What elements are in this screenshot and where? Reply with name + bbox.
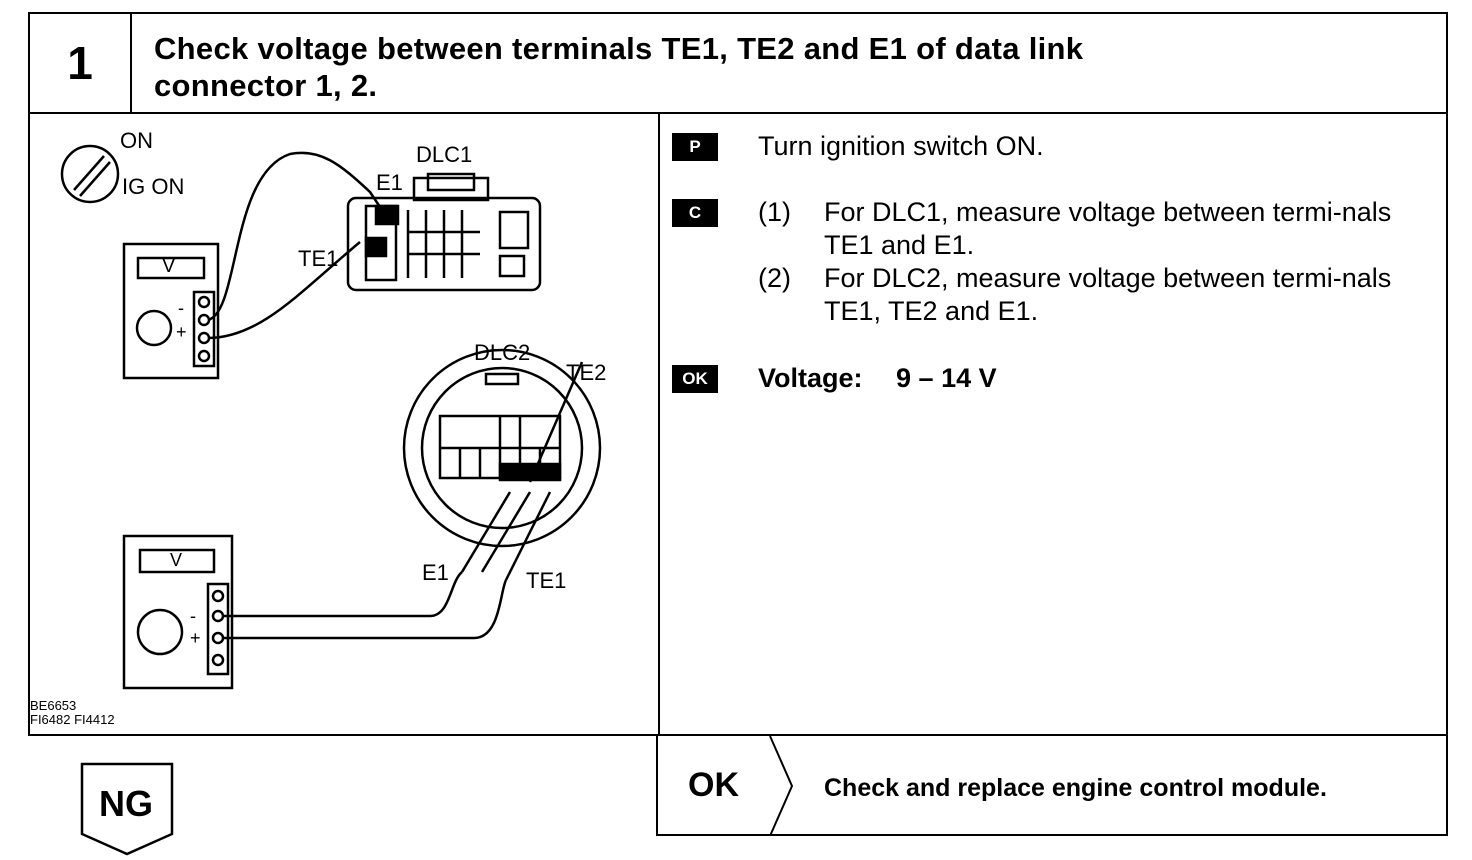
step-p-row: P Turn ignition switch ON.: [672, 130, 1432, 196]
c-item-2: (2) For DLC2, measure voltage between te…: [758, 262, 1432, 328]
ok-result-label: OK: [688, 766, 739, 804]
probe-e1-dlc2: [460, 491, 512, 573]
c-item-2-text: For DLC2, measure voltage between termi-…: [824, 263, 1392, 326]
c-badge: C: [672, 199, 718, 227]
wire-te1-dlc1: [207, 241, 361, 340]
figure-codes: BE6653 FI6482 FI4412: [30, 699, 115, 727]
ng-result-label: NG: [99, 783, 153, 824]
meter2-plus: +: [190, 628, 201, 648]
dlc1-connector-icon: [346, 172, 542, 292]
label-dlc2-e1: E1: [422, 560, 449, 585]
voltmeter-2-icon: [122, 534, 234, 690]
step-title-line1: Check voltage between terminals TE1, TE2…: [154, 31, 1084, 66]
label-dlc2-te2: TE2: [566, 360, 607, 385]
ok-voltage-label: Voltage:: [758, 363, 863, 393]
chevron-right-icon: [769, 736, 794, 836]
meter2-v-label: V: [170, 550, 183, 570]
meter1-v-label: V: [162, 255, 176, 277]
label-ig-on: IG ON: [122, 174, 185, 199]
header-divider: [30, 112, 1446, 114]
meter2-minus: -: [190, 606, 196, 626]
p-text: Turn ignition switch ON.: [758, 131, 1044, 161]
ok-result-box: OK Check and replace engine control modu…: [656, 736, 1448, 836]
label-dlc2: DLC2: [474, 340, 531, 365]
meter1-plus: +: [176, 322, 187, 342]
c-item-1-num: (1): [758, 197, 791, 227]
instructions-panel: P Turn ignition switch ON. C (1) For DLC…: [672, 130, 1432, 395]
step-ok-row: OK Voltage: 9 – 14 V: [672, 362, 1432, 395]
te2-leader: [528, 361, 584, 483]
figure-code-1: BE6653: [30, 698, 77, 713]
ignition-switch-icon: [60, 144, 120, 204]
ok-badge: OK: [672, 365, 718, 393]
label-dlc1-e1: E1: [376, 170, 403, 195]
probe-te1-dlc2: [504, 491, 552, 581]
step-c-row: C (1) For DLC1, measure voltage between …: [672, 196, 1432, 362]
column-divider: [658, 112, 660, 736]
step-number: 1: [30, 14, 132, 112]
label-dlc1-te1: TE1: [298, 246, 339, 271]
c-item-1: (1) For DLC1, measure voltage between te…: [758, 196, 1432, 262]
step-title: Check voltage between terminals TE1, TE2…: [154, 30, 1354, 104]
label-on: ON: [120, 128, 153, 153]
label-dlc2-te1: TE1: [526, 568, 567, 593]
figure-code-2: FI6482 FI4412: [30, 712, 115, 727]
wire-minus-dlc2: [224, 571, 463, 618]
probe-te2-dlc2: [480, 491, 532, 573]
meter1-minus: -: [178, 298, 184, 318]
dlc2-connector-icon: [402, 348, 602, 548]
wire-plus-dlc2: [224, 579, 508, 640]
diagram-svg: [60, 144, 602, 690]
c-item-2-num: (2): [758, 263, 791, 293]
wire-e1-dlc1: [207, 151, 384, 322]
label-dlc1: DLC1: [416, 142, 473, 167]
p-badge: P: [672, 133, 718, 161]
ok-voltage-value: 9 – 14 V: [896, 363, 997, 393]
step-frame: 1 Check voltage between terminals TE1, T…: [28, 12, 1448, 736]
c-item-1-text: For DLC1, measure voltage between termi-…: [824, 197, 1392, 260]
wiring-diagram: ON IG ON DLC1 E1 TE1 V - + DLC2 TE2 E1 T…: [30, 112, 656, 734]
step-title-line2: connector 1, 2.: [154, 68, 378, 103]
ng-pentagon-icon: [80, 762, 174, 856]
ok-result-text: Check and replace engine control module.: [824, 774, 1327, 802]
